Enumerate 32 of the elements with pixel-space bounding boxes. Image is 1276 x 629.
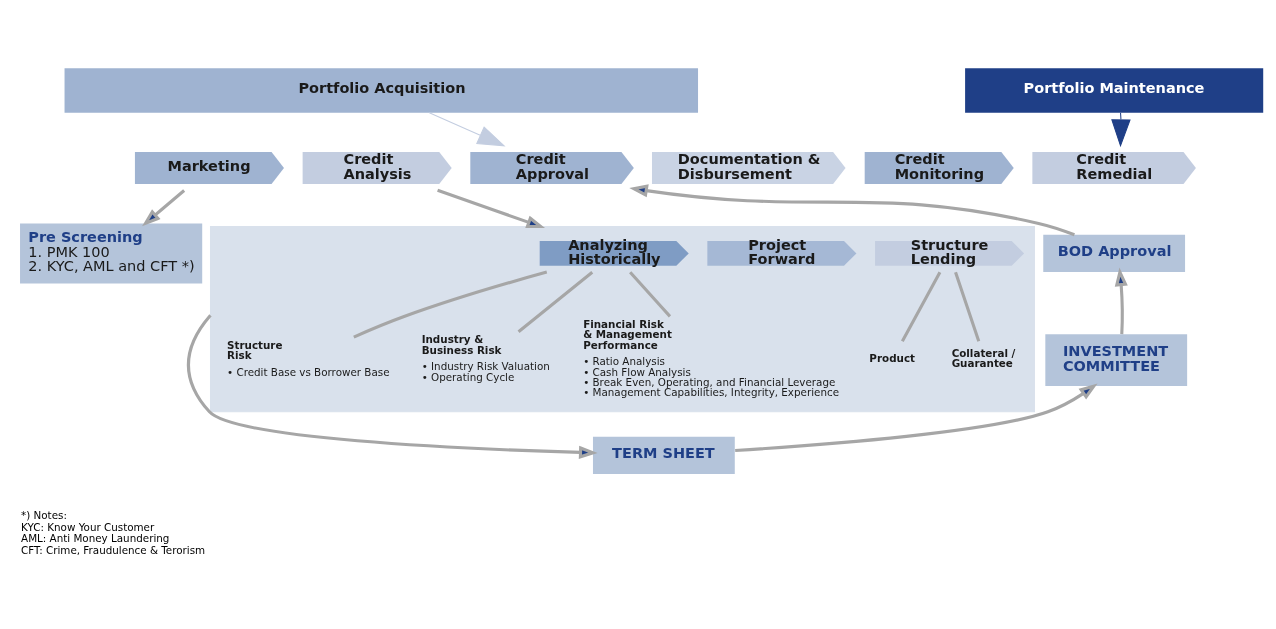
node-text: Industry & Business Risk [421, 333, 502, 356]
label: KYC: Know Your Customer [21, 520, 155, 533]
node-box: Pre Screening 1. PMK 100 2. KYC, AML and CFT *) [20, 223, 203, 284]
node-box: TERM SHEET [592, 436, 735, 474]
node-box: INVESTMENT COMMITTEE [1045, 334, 1188, 386]
node-text: Financial Risk & Management Performance [583, 317, 672, 351]
arrow [629, 184, 1075, 237]
node-text: Collateral / Guarantee [951, 346, 1016, 370]
node-label: • Industry Risk Valuation [421, 360, 550, 373]
node-label: • Credit Base vs Borrower Base [227, 365, 390, 378]
arrow [437, 188, 545, 229]
label: *) Notes: [21, 509, 67, 522]
connector [353, 270, 548, 339]
node-text: Product [869, 351, 915, 364]
label: AML: Anti Money Laundering [21, 532, 170, 545]
node-box: Portfolio Acquisition [64, 68, 699, 113]
cluster [209, 226, 1035, 413]
label: CFT: Crime, Fraudulence & Terorism [21, 543, 206, 556]
connector [901, 271, 942, 342]
arrow [1111, 112, 1131, 148]
arrow [428, 112, 506, 147]
arrow [1114, 267, 1128, 335]
arrow [186, 314, 598, 459]
node-text: Structure Risk [227, 338, 283, 362]
connector [629, 271, 672, 318]
node-box: Portfolio Maintenance [965, 68, 1264, 113]
connector [517, 270, 594, 333]
arrow [142, 189, 186, 227]
arrow [735, 383, 1098, 453]
connector [954, 271, 981, 342]
node-box: BOD Approval [1043, 234, 1186, 273]
node-label: • Ratio Analysis [583, 355, 665, 368]
